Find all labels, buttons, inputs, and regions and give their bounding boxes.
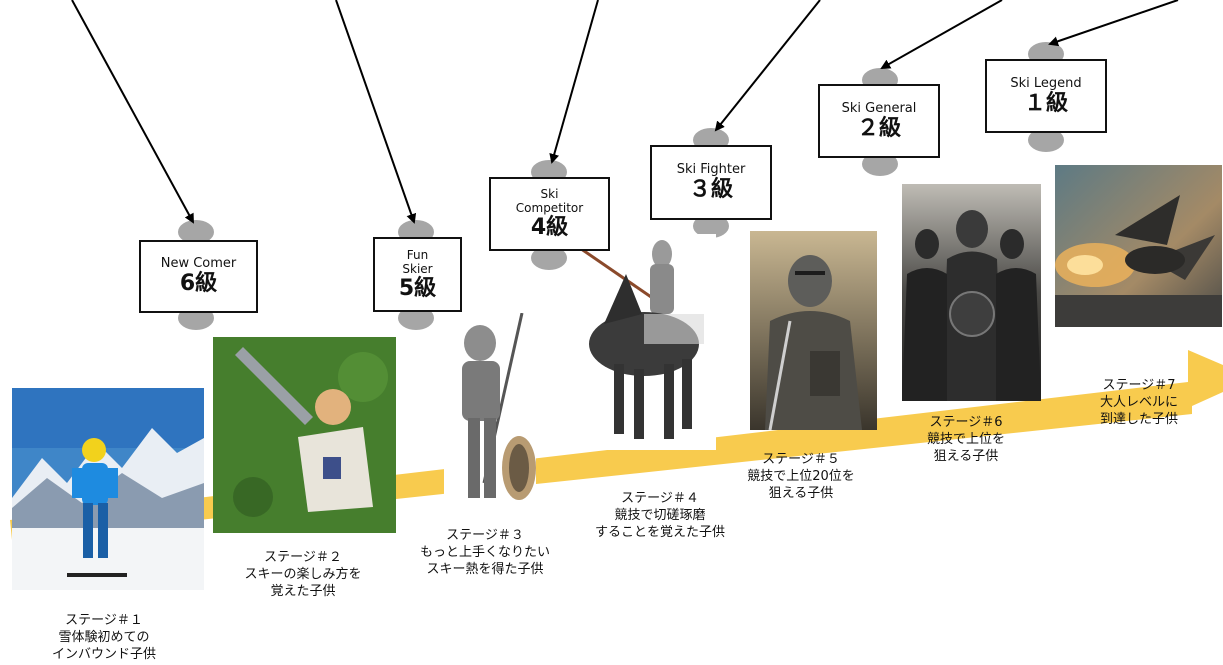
stage-desc-line1: 雪体験初めての	[58, 630, 150, 645]
photo-child-sword	[213, 337, 396, 533]
connector-dot	[178, 220, 214, 244]
photo-dragon	[1055, 165, 1222, 327]
arrow-line	[549, 0, 599, 164]
stage-desc-line2: することを覚えた子供	[594, 525, 726, 540]
connector-dot	[693, 214, 729, 238]
level-name: Ski Legend	[1010, 75, 1082, 91]
stage-desc-line1: スキーの楽しみ方を	[244, 567, 362, 582]
stage-title: ステージ＃7	[1102, 378, 1176, 393]
stage-desc-line1: 競技で切磋琢磨	[614, 508, 706, 523]
stage-caption-3: ステージ＃３ もっと上手くなりたい スキー熱を得た子供	[420, 527, 550, 578]
arrow-line	[335, 0, 417, 224]
photo-knight	[444, 313, 536, 506]
stage-caption-1: ステージ＃１ 雪体験初めての インバウンド子供	[52, 612, 156, 663]
photo-knight-army	[902, 184, 1041, 401]
level-rank: 4級	[530, 215, 569, 240]
photo-mounted-knight	[574, 234, 716, 450]
level-box-5: Fun Skier 5級	[373, 237, 462, 312]
level-name: New Comer	[160, 256, 237, 271]
stage-desc-line1: もっと上手くなりたい	[419, 545, 551, 560]
stage-title: ステージ＃３	[446, 528, 524, 543]
stage-desc-line2: 狙える子供	[768, 486, 834, 501]
level-rank: １級	[1023, 90, 1068, 116]
level-name: Ski Fighter	[676, 162, 746, 177]
level-rank: 5級	[398, 275, 437, 301]
level-box-6: New Comer 6級	[139, 240, 258, 313]
stage-title: ステージ＃５	[762, 452, 840, 467]
stage-desc-line2: インバウンド子供	[51, 647, 157, 662]
photo-knight-closeup	[750, 231, 877, 430]
stage-caption-7: ステージ＃7 大人レベルに 到達した子供	[1100, 377, 1178, 428]
stage-title: ステージ＃6	[929, 415, 1003, 430]
stage-title: ステージ＃４	[621, 491, 699, 506]
stage-caption-5: ステージ＃５ 競技で上位20位を 狙える子供	[747, 451, 855, 502]
arrow-line	[880, 0, 1003, 69]
level-name: Ski Competitor	[515, 187, 584, 215]
stage-desc-line2: 狙える子供	[933, 449, 999, 464]
stage-desc-line2: 到達した子供	[1099, 412, 1179, 427]
level-name: Ski General	[841, 100, 917, 116]
level-box-3: Ski Fighter ３級	[650, 145, 772, 220]
stage-desc-line2: 覚えた子供	[270, 584, 336, 599]
connector-dot	[531, 246, 567, 270]
stage-desc-line1: 競技で上位を	[926, 432, 1006, 447]
arrow-line	[714, 0, 821, 132]
stage-title: ステージ＃２	[264, 550, 342, 565]
stage-caption-6: ステージ＃6 競技で上位を 狙える子供	[927, 414, 1005, 465]
stage-desc-line2: スキー熱を得た子供	[426, 562, 544, 577]
stage-title: ステージ＃１	[65, 613, 143, 628]
stage-caption-4: ステージ＃４ 競技で切磋琢磨 することを覚えた子供	[595, 490, 725, 541]
connector-dot	[1028, 128, 1064, 152]
level-rank: 6級	[179, 271, 218, 296]
level-name: Fun Skier	[402, 247, 433, 276]
level-rank: ３級	[688, 177, 733, 202]
level-box-1: Ski Legend １級	[985, 59, 1107, 133]
level-box-2: Ski General ２級	[818, 84, 940, 158]
level-rank: ２級	[856, 115, 901, 141]
arrow-line	[71, 0, 194, 224]
connector-dot	[862, 152, 898, 176]
photo-child-skier	[12, 388, 204, 590]
level-box-4: Ski Competitor 4級	[489, 177, 610, 251]
connector-dot	[398, 306, 434, 330]
stage-desc-line1: 大人レベルに	[1099, 395, 1179, 410]
stage-caption-2: ステージ＃２ スキーの楽しみ方を 覚えた子供	[244, 549, 361, 600]
arrow-line	[1048, 0, 1179, 47]
stage-desc-line1: 競技で上位20位を	[747, 469, 855, 484]
